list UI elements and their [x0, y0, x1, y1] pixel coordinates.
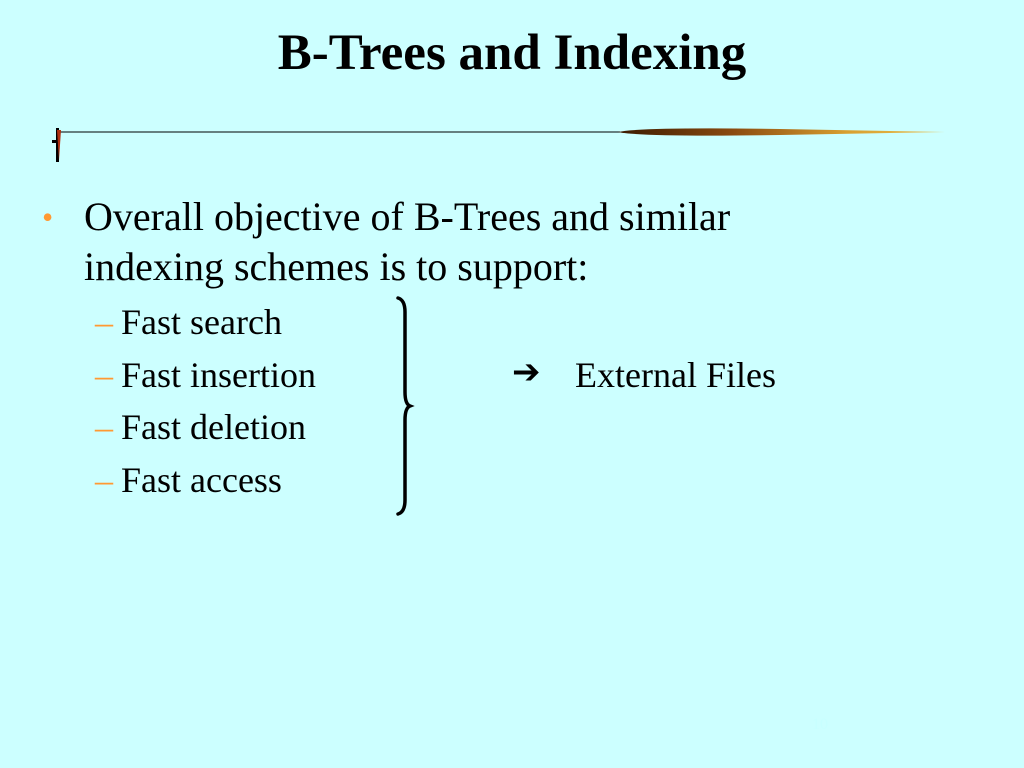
sub-item-text: Fast access — [121, 459, 282, 500]
dash-marker: – — [95, 407, 113, 447]
dash-marker: – — [95, 302, 113, 342]
external-files-label: External Files — [575, 355, 776, 395]
right-arrow-icon: ➔ — [512, 352, 541, 392]
bullet-dot-icon: • — [42, 199, 54, 235]
dash-marker: – — [95, 459, 113, 500]
sub-bullet-list: –Fast search –Fast insertion –Fast delet… — [95, 300, 316, 510]
slide-title: B-Trees and Indexing — [277, 25, 747, 81]
list-item: –Fast access — [95, 458, 316, 511]
page-number: 10 — [812, 716, 828, 733]
sub-item-text: Fast search — [121, 302, 282, 342]
title-divider — [52, 128, 945, 162]
dash-marker: – — [95, 354, 113, 395]
main-bullet: • Overall objective of B-Trees and simil… — [42, 192, 862, 292]
list-item: –Fast insertion — [95, 353, 316, 406]
list-item: –Fast search — [95, 300, 316, 353]
right-brace-icon — [396, 296, 415, 516]
main-bullet-text: Overall objective of B-Trees and similar… — [84, 194, 731, 289]
list-item: –Fast deletion — [95, 405, 316, 458]
sub-item-text: Fast deletion — [121, 407, 306, 447]
sub-item-text: Fast insertion — [121, 354, 316, 395]
